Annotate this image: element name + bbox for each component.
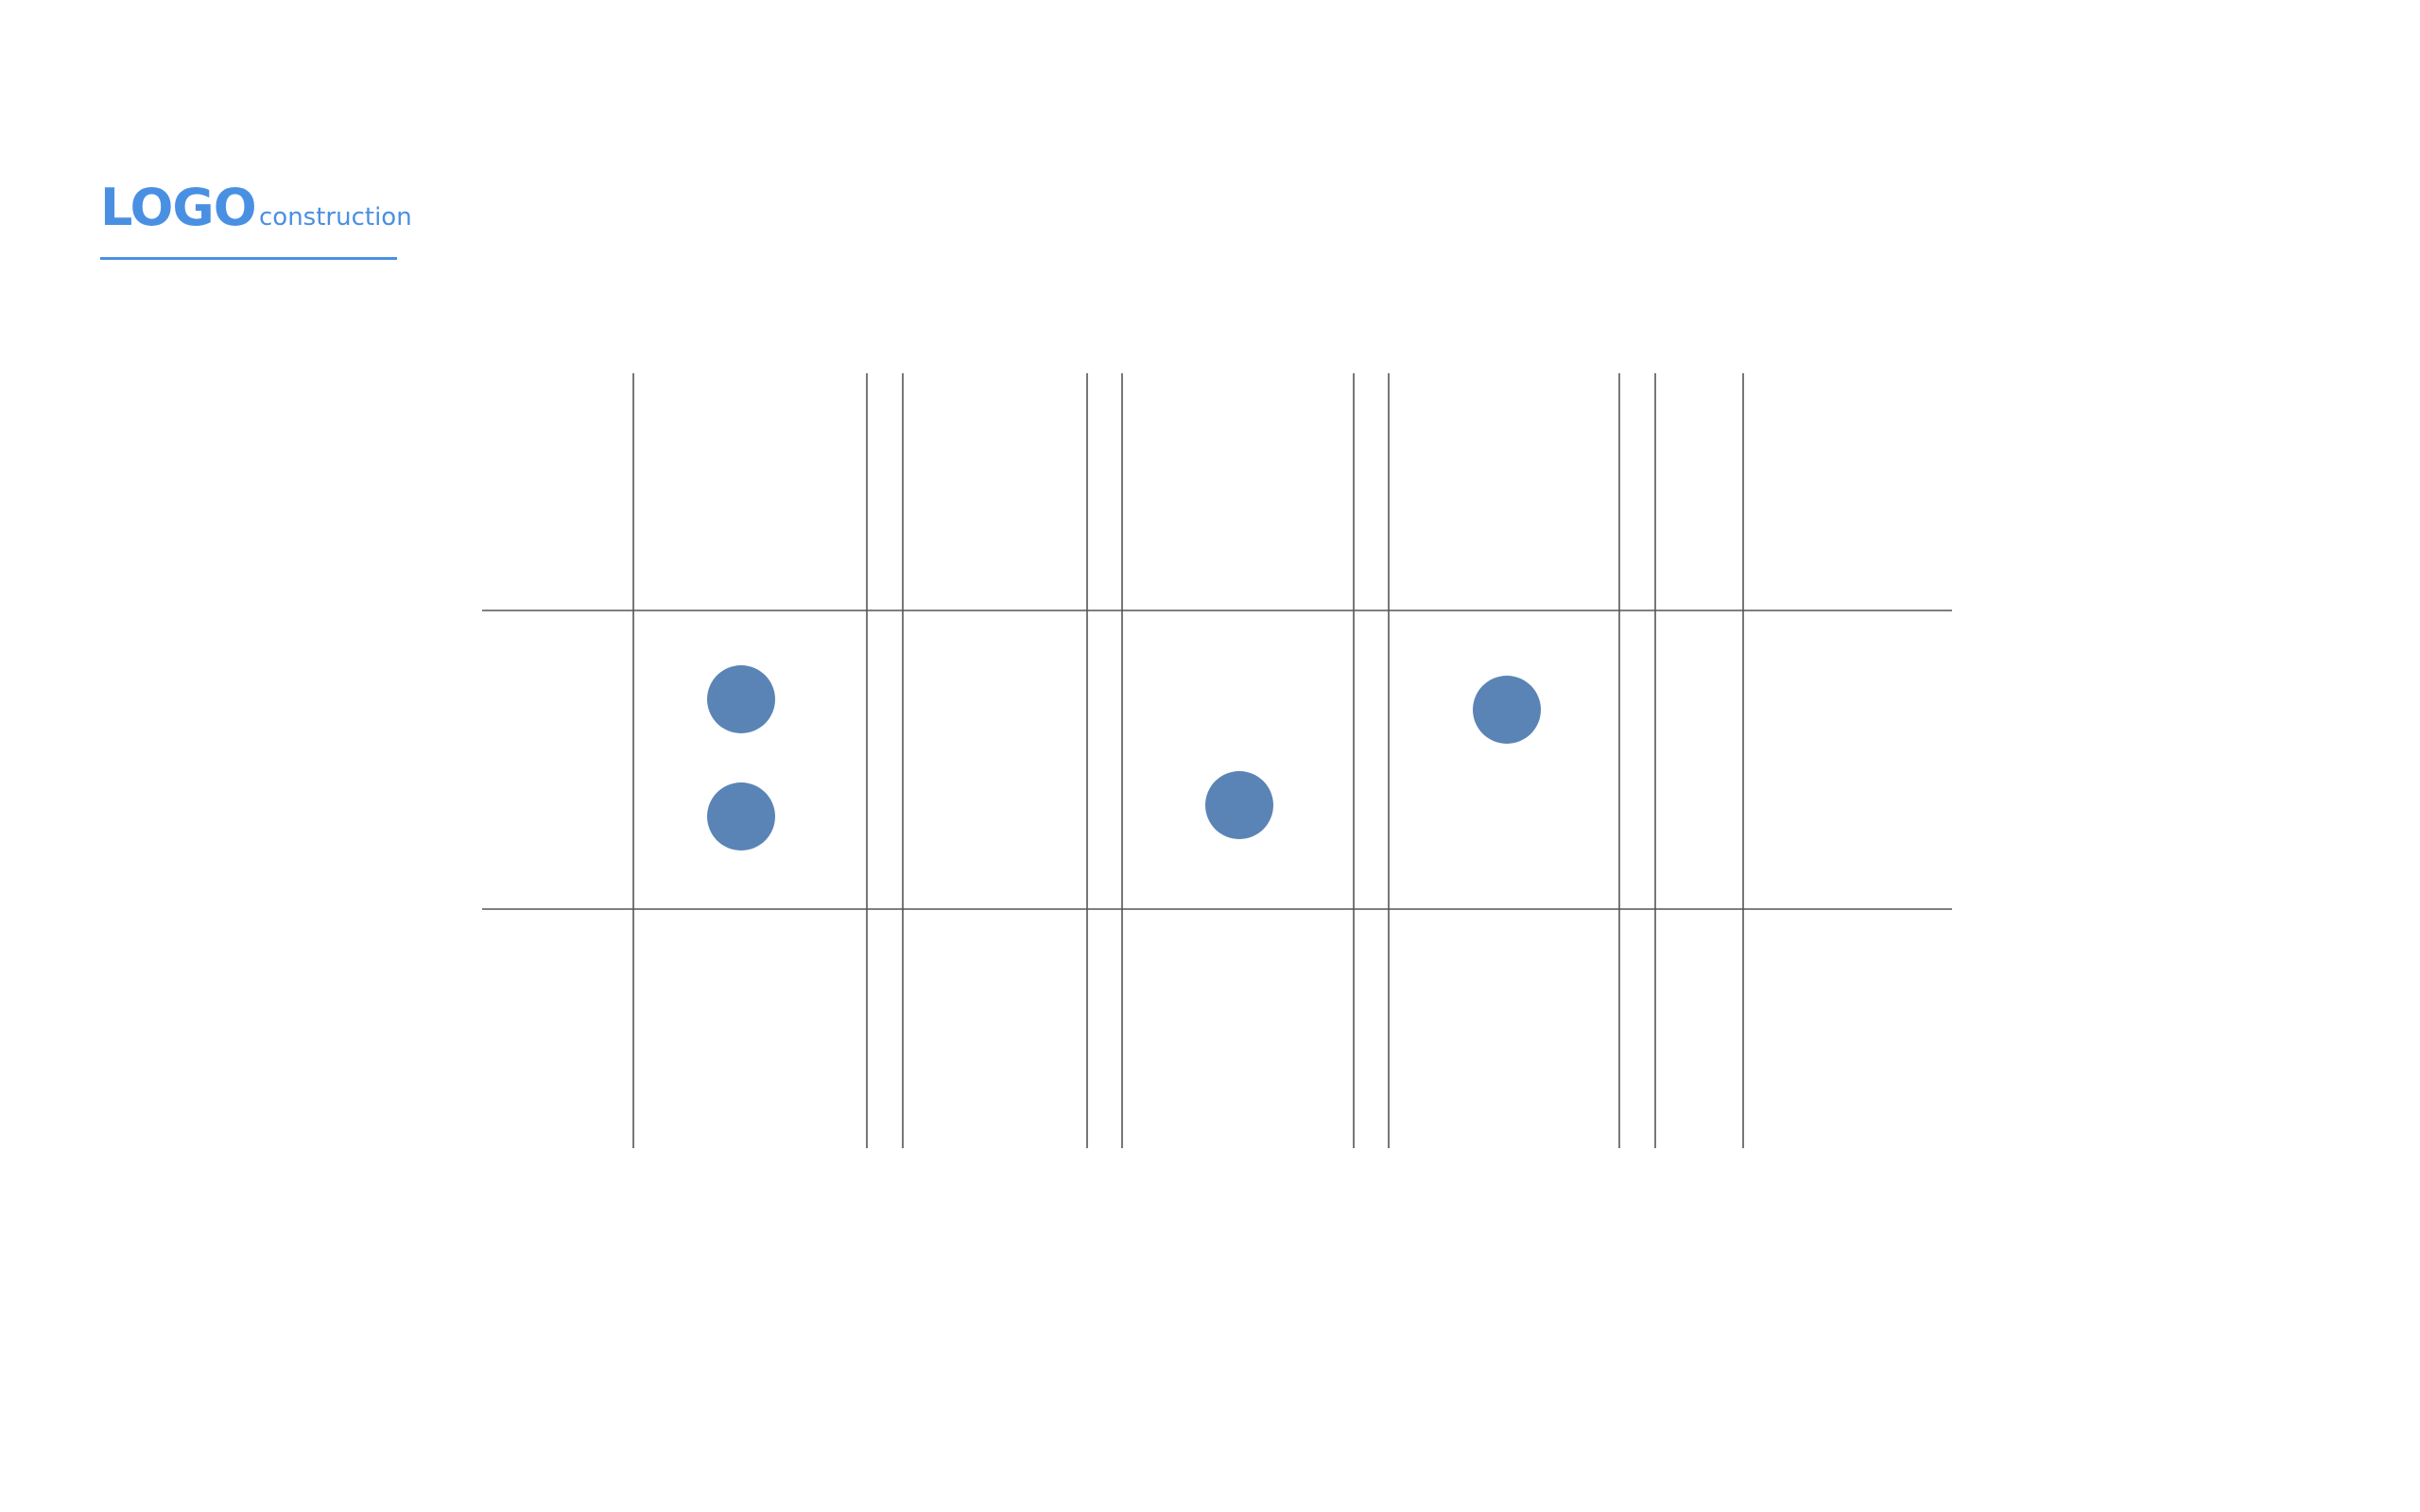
construction-dot <box>1473 676 1541 744</box>
title-underline <box>100 257 397 260</box>
construction-dot <box>707 665 775 733</box>
construction-dots <box>707 665 1541 850</box>
header: LOGO construction <box>100 178 412 265</box>
construction-dot <box>707 782 775 850</box>
page-title: LOGO <box>100 178 257 237</box>
guide-lines <box>482 373 1952 1148</box>
page-subtitle: construction <box>259 203 412 232</box>
construction-dot <box>1205 771 1273 839</box>
